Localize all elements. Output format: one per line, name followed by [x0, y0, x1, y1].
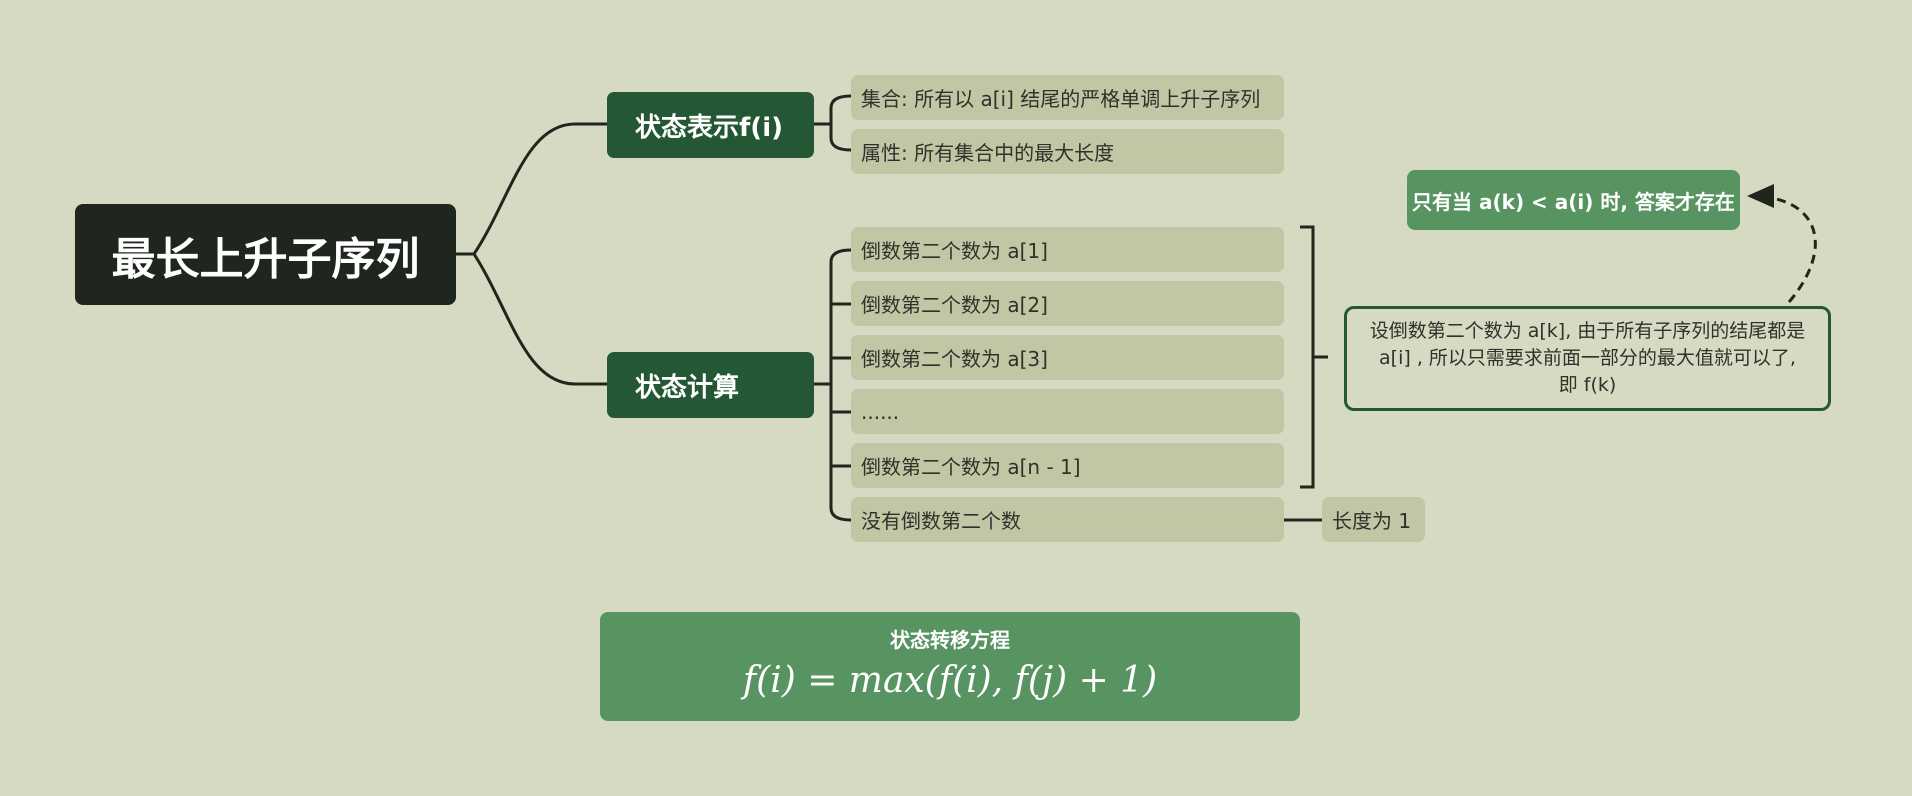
- root-node[interactable]: 最长上升子序列: [75, 204, 456, 305]
- leaf-label: 倒数第二个数为 a[3]: [861, 347, 1048, 371]
- callout-text: 只有当 a(k) < a(i) 时, 答案才存在: [1412, 189, 1735, 214]
- leaf-ellipsis[interactable]: ......: [851, 389, 1284, 434]
- calc-bracket: [813, 248, 852, 522]
- leaf-label: 集合: 所有以 a[i] 结尾的严格单调上升子序列: [861, 87, 1261, 111]
- dashed-arrow: [1747, 184, 1817, 303]
- formula-equation: f(i) = max(f(i), f(j) + 1): [742, 660, 1158, 701]
- leaf-length-one[interactable]: 长度为 1: [1322, 497, 1425, 542]
- summary-note[interactable]: 设倒数第二个数为 a[k], 由于所有子序列的结尾都是 a[i] , 所以只需要…: [1344, 306, 1831, 411]
- leaf-case-n-minus-1[interactable]: 倒数第二个数为 a[n - 1]: [851, 443, 1284, 488]
- condition-callout[interactable]: 只有当 a(k) < a(i) 时, 答案才存在: [1407, 170, 1740, 230]
- leaf-label: 没有倒数第二个数: [861, 509, 1021, 533]
- link-root-state-calc: [472, 253, 607, 386]
- transition-equation-box[interactable]: 状态转移方程 f(i) = max(f(i), f(j) + 1): [600, 612, 1300, 721]
- leaf-label: 属性: 所有集合中的最大长度: [861, 141, 1115, 165]
- leaf-label: ......: [861, 399, 900, 424]
- note-text: 设倒数第二个数为 a[k], 由于所有子序列的结尾都是 a[i] , 所以只需要…: [1369, 320, 1806, 396]
- leaf-label: 倒数第二个数为 a[1]: [861, 239, 1048, 263]
- leaf-label: 长度为 1: [1332, 509, 1412, 533]
- branch-state-representation[interactable]: 状态表示f(i): [607, 92, 814, 158]
- leaf-label: 倒数第二个数为 a[2]: [861, 293, 1048, 317]
- branch-label: 状态计算: [635, 372, 740, 403]
- leaf-case-3[interactable]: 倒数第二个数为 a[3]: [851, 335, 1284, 380]
- leaf-case-1[interactable]: 倒数第二个数为 a[1]: [851, 227, 1284, 272]
- branch-label: 状态表示f(i): [635, 112, 783, 143]
- formula-title: 状态转移方程: [890, 628, 1010, 652]
- leaf-case-2[interactable]: 倒数第二个数为 a[2]: [851, 281, 1284, 326]
- root-title: 最长上升子序列: [111, 233, 420, 285]
- right-bracket: [1300, 225, 1328, 489]
- leaf-no-second[interactable]: 没有倒数第二个数: [851, 497, 1284, 542]
- branch-state-calculation[interactable]: 状态计算: [607, 352, 814, 418]
- leaf-set-definition[interactable]: 集合: 所有以 a[i] 结尾的严格单调上升子序列: [851, 75, 1284, 120]
- leaf-label: 倒数第二个数为 a[n - 1]: [861, 455, 1081, 479]
- leaf-attribute[interactable]: 属性: 所有集合中的最大长度: [851, 129, 1284, 174]
- repr-bracket: [813, 94, 852, 152]
- link-root-state-repr: [472, 122, 607, 255]
